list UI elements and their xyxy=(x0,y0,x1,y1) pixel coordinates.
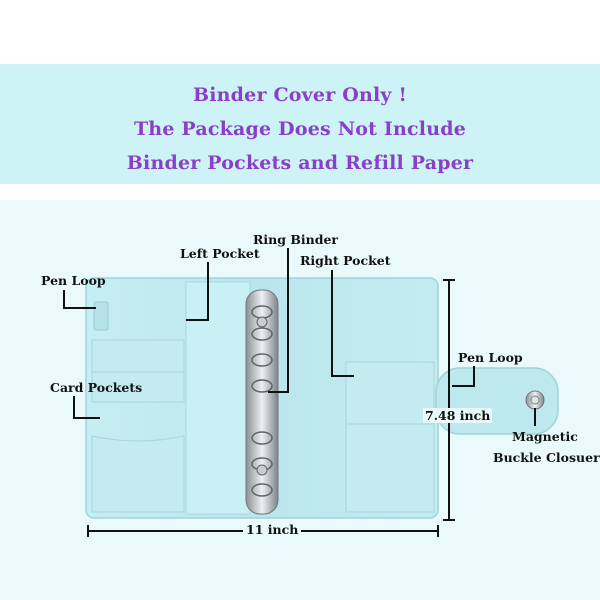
callout-ring-binder xyxy=(268,248,289,393)
label-pen-loop-right: Pen Loop xyxy=(458,350,523,365)
right-pocket xyxy=(345,361,435,513)
callout-pen-loop-left xyxy=(63,290,96,309)
callout-left-pocket xyxy=(186,262,209,321)
label-magnetic: Magnetic xyxy=(512,429,578,444)
banner-line-3: Binder Pockets and Refill Paper xyxy=(126,152,474,174)
label-right-pocket: Right Pocket xyxy=(300,253,391,268)
label-height: 7.48 inch xyxy=(423,408,493,423)
binder-spine xyxy=(185,281,251,515)
label-card-pockets: Card Pockets xyxy=(50,380,143,395)
divider-band xyxy=(0,184,600,200)
banner-line-1: Binder Cover Only ! xyxy=(192,84,407,106)
label-buckle-closure: Buckle Closuer xyxy=(493,450,600,465)
left-pocket-lower xyxy=(91,435,185,513)
callout-right-pocket xyxy=(331,270,354,377)
label-left-pocket: Left Pocket xyxy=(180,246,260,261)
banner-line-2: The Package Does Not Include xyxy=(133,118,467,140)
left-pocket-upper xyxy=(91,339,185,373)
notice-banner: Binder Cover Only ! The Package Does Not… xyxy=(0,64,600,184)
top-margin xyxy=(0,0,600,64)
label-width: 11 inch xyxy=(243,522,302,537)
label-pen-loop-left: Pen Loop xyxy=(41,273,106,288)
ring-binder xyxy=(245,289,279,515)
left-pocket-middle xyxy=(91,371,185,403)
callout-pen-loop-right xyxy=(452,366,475,387)
label-ring-binder: Ring Binder xyxy=(253,232,338,247)
pen-loop-left xyxy=(93,301,109,331)
callout-card-pockets xyxy=(73,396,100,419)
